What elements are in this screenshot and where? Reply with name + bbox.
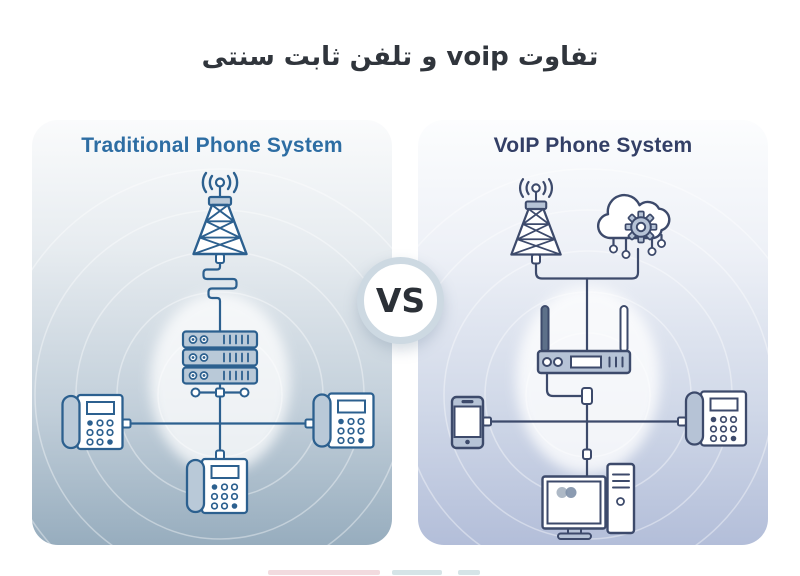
signal-tower-icon	[192, 171, 248, 256]
cloud-gear-icon	[596, 193, 671, 260]
vs-badge: VS	[357, 257, 444, 344]
cropped-watermark	[268, 570, 380, 575]
gear-icon	[624, 210, 658, 244]
desk-phone-icon	[312, 392, 375, 449]
desktop-computer-icon	[541, 462, 636, 540]
vs-label: VS	[375, 281, 426, 320]
desk-phone-icon	[61, 393, 124, 451]
smartphone-icon	[450, 395, 485, 450]
page-title: تفاوت voip و تلفن ثابت سنتی	[201, 42, 599, 72]
cropped-watermark	[458, 570, 480, 575]
desk-phone-icon	[684, 390, 748, 447]
connection-lines	[129, 395, 307, 452]
wifi-router-icon	[536, 305, 632, 405]
signal-tower-icon	[510, 178, 562, 256]
traditional-diagram	[32, 168, 392, 545]
panel-title-voip: VoIP Phone System	[493, 134, 693, 157]
desk-phone-icon	[185, 457, 249, 515]
cable-connectors	[121, 418, 315, 461]
voip-diagram	[418, 168, 768, 545]
cable-plug	[581, 387, 593, 405]
cable-connectors	[482, 416, 687, 460]
cropped-watermark	[392, 570, 442, 575]
pbx-server-icon	[181, 330, 259, 385]
connection-lines	[489, 233, 680, 479]
tower-plug	[531, 253, 541, 265]
panel-title-traditional: Traditional Phone System	[81, 134, 343, 157]
splitter-node	[190, 383, 250, 398]
